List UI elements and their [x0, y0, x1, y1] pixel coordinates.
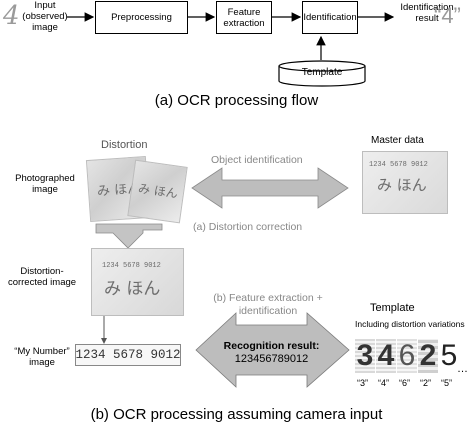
result-label-line: Identification [400, 2, 454, 13]
template-cylinder [278, 60, 366, 87]
photographed-image-right: み ほん [127, 159, 188, 224]
input-glyph: 4 [3, 1, 20, 31]
template-digit-3: 3 [355, 339, 375, 373]
template-quote: “5” [441, 378, 452, 388]
template-label: Template [301, 67, 343, 78]
result-label: Identification result [392, 2, 462, 24]
distortion-correction-arrow [95, 223, 163, 249]
template-sub: Including distortion variations [355, 319, 465, 329]
feature-label-line: identification [238, 305, 298, 317]
input-label-line: Input [34, 0, 56, 11]
photographed-label-line: Photographed [15, 173, 75, 184]
template-digit-4: 4 [376, 339, 396, 373]
recognition-value: 123456789012 [234, 352, 309, 365]
feature-label-line: (b) Feature extraction + [213, 292, 323, 304]
distortion-correction-label: (a) Distortion correction [193, 221, 303, 233]
result-label-line: result [415, 13, 439, 24]
preprocessing-box: Preprocessing [95, 1, 188, 34]
recognition-label: Recognition result: [223, 339, 320, 352]
corrected-label-line: Distortion- [20, 266, 64, 277]
master-kana: み ほん [377, 176, 427, 194]
feature-extraction-label: extraction [223, 17, 265, 29]
object-identification-arrow [191, 167, 349, 209]
corrected-kana: み ほん [104, 279, 161, 299]
feature-label: (b) Feature extraction + identification [187, 292, 349, 318]
master-heading: Master data [371, 135, 424, 146]
photographed-label: Photographed image [6, 173, 84, 195]
corrected-label-line: corrected image [7, 277, 77, 288]
flow-connectors [67, 12, 395, 87]
corrected-label: Distortion- corrected image [0, 266, 84, 288]
my-number-image: 1234 5678 9012 [75, 344, 181, 366]
master-data-image: 1234 5678 9012 み ほん [362, 151, 448, 214]
corrected-image: 1234 5678 9012 み ほん [91, 248, 184, 316]
template-heading: Template [370, 302, 415, 314]
my-number-label-line: “My Number” [14, 346, 70, 357]
corrected-number: 1234 5678 9012 [102, 262, 161, 270]
photographed-label-line: image [32, 184, 58, 195]
feature-extraction-label: Feature [227, 6, 261, 18]
template-quote: “2” [420, 378, 431, 388]
template-quote: “6” [399, 378, 410, 388]
feature-extraction-box: Feature extraction [216, 1, 272, 34]
template-quote: “3” [357, 378, 368, 388]
caption-a: (a) OCR processing flow [154, 92, 319, 109]
my-number-label: “My Number” image [0, 346, 84, 368]
input-label-line: (observed) [22, 11, 68, 22]
recognition-result: Recognition result: 123456789012 [224, 338, 320, 366]
template-quote: “4” [378, 378, 389, 388]
template-digit-6: 6 [397, 339, 417, 373]
identification-box: Identification [302, 1, 358, 34]
template-digit-5: 5 [440, 339, 458, 372]
result-glyph: “4” [434, 3, 461, 28]
master-number: 1234 5678 9012 [369, 161, 428, 169]
my-number-label-line: image [29, 357, 55, 368]
template-digit-2: 2 [418, 339, 438, 373]
object-identification-label: Object identification [211, 154, 303, 166]
photo-kana: み ほん [137, 181, 179, 201]
input-label: Input (observed) image [20, 0, 70, 33]
caption-b: (b) OCR processing assuming camera input [90, 406, 383, 423]
my-number-digits: 1234 5678 9012 [75, 348, 181, 362]
preprocessing-label: Preprocessing [111, 12, 172, 23]
recognition-arrow [195, 312, 350, 388]
identification-label: Identification [303, 12, 357, 23]
distortion-heading: Distortion [101, 139, 148, 151]
input-label-line: image [32, 22, 58, 33]
number-connector-head [101, 338, 107, 344]
template-ellipsis: … [457, 363, 468, 375]
